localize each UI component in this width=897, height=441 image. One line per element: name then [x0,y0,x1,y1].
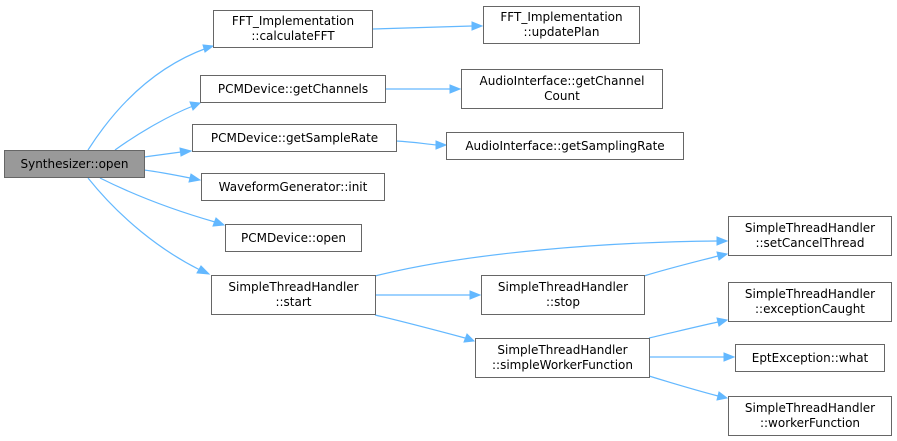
node-label: FFT_Implementation [500,10,623,24]
node-label: ::workerFunction [759,416,861,430]
edge-root-to-sth-start [87,177,201,271]
node-sth-simple-worker-function[interactable]: SimpleThreadHandler ::simpleWorkerFuncti… [475,338,650,378]
node-audio-get-channel-count[interactable]: AudioInterface::getChannel Count [461,69,663,109]
node-label: AudioInterface::getChannel [479,74,645,88]
edge-root-to-wave-init [143,169,191,179]
node-sth-set-cancel-thread[interactable]: SimpleThreadHandler ::setCancelThread [728,216,892,256]
arrowhead [196,265,211,275]
node-pcm-open[interactable]: PCMDevice::open [225,224,362,252]
node-label: SimpleThreadHandler [497,343,628,357]
node-label: ::start [275,295,312,309]
arrowhead [449,84,462,94]
node-sth-exception-caught[interactable]: SimpleThreadHandler ::exceptionCaught [728,282,892,322]
arrowhead [189,101,202,111]
edge-fft-calc-to-update [372,25,473,30]
arrowhead [202,44,215,53]
node-label: Synthesizer::open [20,156,129,171]
arrowhead [212,217,226,227]
arrowhead [179,147,193,157]
arrowhead [716,251,729,261]
edge-simple-to-worker [648,375,719,397]
node-label: SimpleThreadHandler [497,280,629,294]
edge-root-to-pcm-rate [143,151,182,158]
edge-start-to-cancel [374,240,718,277]
node-label: ::setCancelThread [755,236,865,250]
node-label: ::calculateFFT [251,29,335,43]
node-ept-exception-what[interactable]: EptException::what [735,344,885,372]
node-audio-get-sampling-rate[interactable]: AudioInterface::getSamplingRate [446,132,684,160]
node-label: Count [544,89,580,103]
node-label: ::exceptionCaught [755,302,865,316]
edge-simple-to-exc [648,321,719,339]
node-fft-calculate[interactable]: FFT_Implementation ::calculateFFT [213,10,373,48]
edge-root-to-pcm-channels [114,105,194,151]
node-label: ::updatePlan [523,25,600,39]
edge-root-to-fft-calc [87,47,208,151]
arrowhead [469,290,482,300]
node-sth-stop[interactable]: SimpleThreadHandler ::stop [481,275,645,315]
node-label: SimpleThreadHandler [744,401,876,415]
arrowhead [471,21,484,31]
node-waveform-init[interactable]: WaveformGenerator::init [201,173,385,201]
node-sth-worker-function[interactable]: SimpleThreadHandler ::workerFunction [728,396,892,436]
node-label: PCMDevice::open [240,230,347,245]
node-label: WaveformGenerator::init [218,179,368,194]
node-label: SimpleThreadHandler [744,221,876,235]
node-label: PCMDevice::getChannels [217,81,369,96]
node-label: AudioInterface::getSamplingRate [465,138,665,153]
node-label: SimpleThreadHandler [744,287,876,301]
node-label: EptException::what [751,350,869,365]
node-synthesizer-open: Synthesizer::open [4,150,145,178]
node-label: PCMDevice::getSampleRate [210,130,379,145]
node-label: FFT_Implementation [231,14,355,28]
node-pcm-get-channels[interactable]: PCMDevice::getChannels [200,75,386,103]
arrowhead [723,352,736,362]
arrowhead [716,317,729,327]
edge-stop-to-cancel [643,255,719,277]
node-label: ::simpleWorkerFunction [491,358,633,372]
node-label: SimpleThreadHandler [228,280,359,294]
node-sth-start[interactable]: SimpleThreadHandler ::start [211,275,376,315]
node-fft-update-plan[interactable]: FFT_Implementation ::updatePlan [483,6,640,44]
node-label: ::stop [545,295,580,309]
node-pcm-get-sample-rate[interactable]: PCMDevice::getSampleRate [192,124,397,152]
arrowhead [716,236,729,246]
arrowhead [435,140,448,150]
edge-pcm-rate-to-audio-rate [395,140,438,146]
arrowhead [188,173,202,183]
edge-root-to-pcm-open [99,177,216,223]
arrowhead [716,391,729,401]
arrowhead [463,333,476,343]
edge-start-to-simple [374,314,466,339]
